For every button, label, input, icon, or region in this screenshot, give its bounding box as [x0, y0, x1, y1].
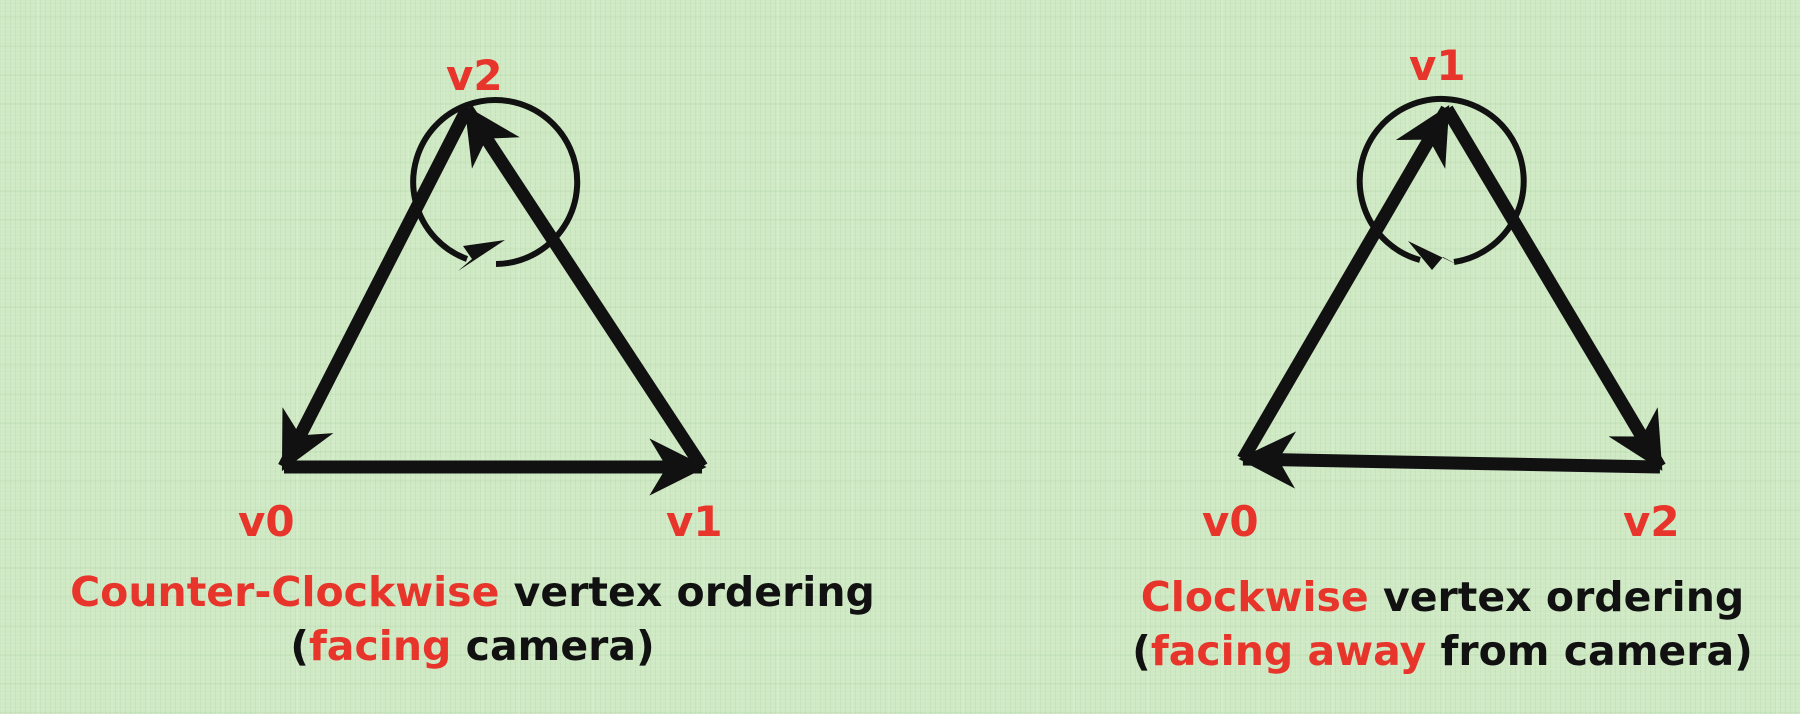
- edge-v1-v2-arrow: [461, 105, 708, 471]
- facing-highlight: facing: [308, 622, 452, 670]
- left-triangle: [278, 105, 708, 496]
- right-caption-line-2: (facing away from camera): [1085, 624, 1800, 678]
- ordering-text: vertex ordering: [1368, 573, 1745, 621]
- left-caption-line-1: Counter-Clockwise vertex ordering: [0, 565, 945, 619]
- vertex-label-v0: v0: [1202, 497, 1259, 546]
- ordering-highlight: Clockwise: [1140, 573, 1369, 621]
- ordering-text: vertex ordering: [499, 568, 875, 616]
- facing-text: from camera): [1426, 627, 1753, 675]
- edge-v2-v0-arrow: [278, 106, 473, 472]
- ordering-highlight: Counter-Clockwise: [70, 568, 500, 616]
- clockwise-arrow-icon: [1356, 95, 1527, 270]
- vertex-label-v1: v1: [1409, 41, 1466, 90]
- paren-open: (: [290, 622, 309, 670]
- right-caption: Clockwise vertex ordering (facing away f…: [1085, 570, 1800, 678]
- left-caption-line-2: (facing camera): [0, 619, 945, 673]
- vertex-label-v1: v1: [666, 497, 723, 546]
- right-triangle: [1237, 105, 1666, 489]
- left-caption: Counter-Clockwise vertex ordering (facin…: [0, 565, 945, 673]
- vertex-label-v2: v2: [446, 51, 503, 100]
- right-caption-line-1: Clockwise vertex ordering: [1085, 570, 1800, 624]
- edge-v1-v2-arrow: [1441, 105, 1666, 471]
- counter-clockwise-arrow-icon: [410, 97, 581, 271]
- vertex-label-v0: v0: [238, 497, 295, 546]
- vertex-label-v2: v2: [1623, 497, 1680, 546]
- facing-highlight: facing away: [1150, 627, 1427, 675]
- edge-v0-v1-arrow: [1237, 105, 1453, 463]
- facing-text: camera): [451, 622, 655, 670]
- edge-v2-v0-arrow: [1238, 431, 1661, 489]
- paren-open: (: [1132, 627, 1151, 675]
